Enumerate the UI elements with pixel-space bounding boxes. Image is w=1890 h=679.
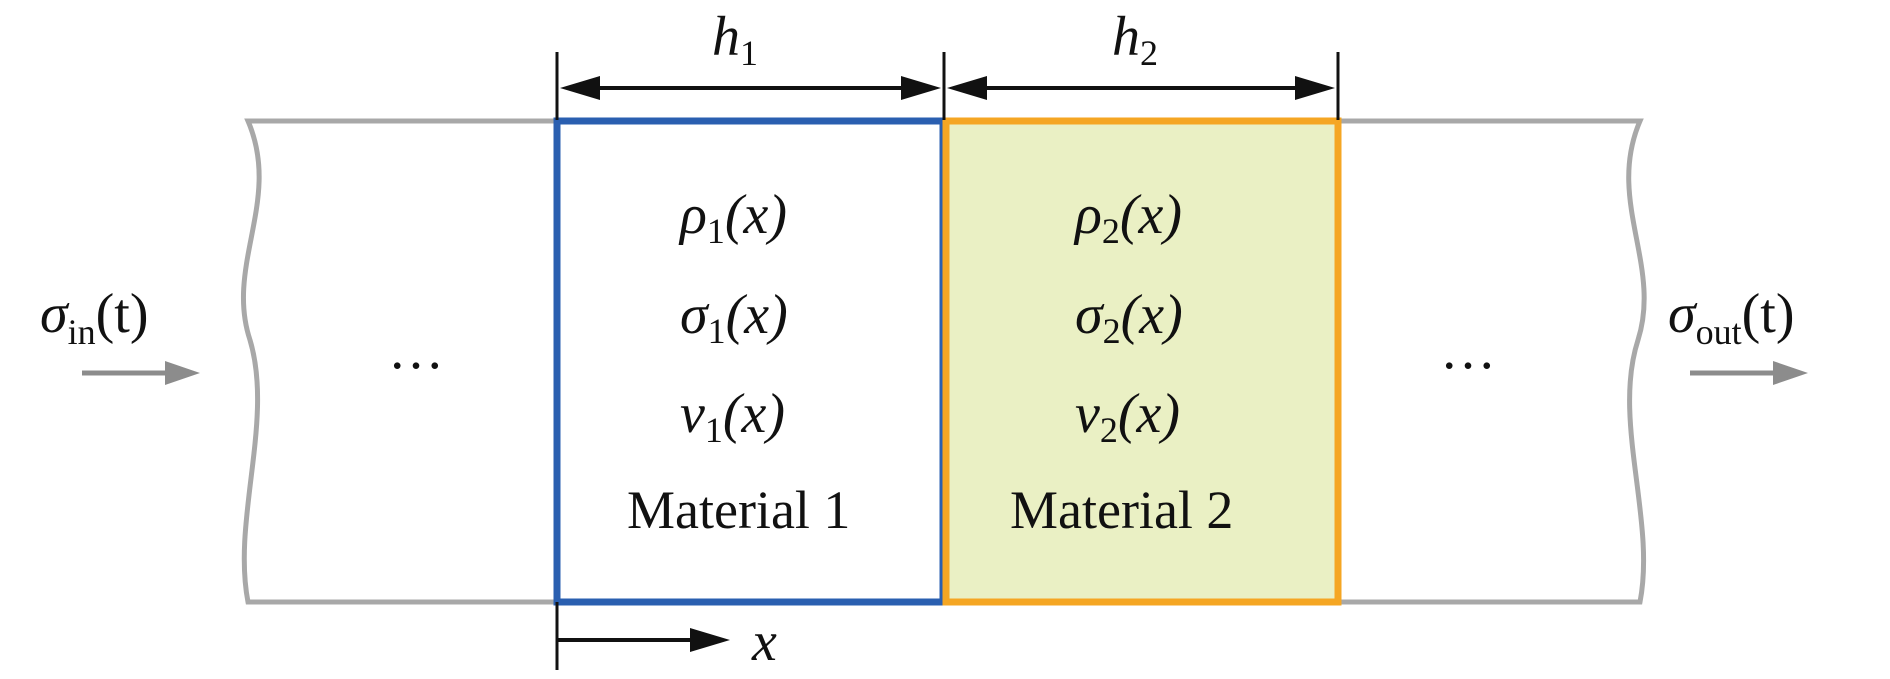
material-2-stress: σ2(x): [1075, 284, 1183, 351]
rod-left-segment: [240, 118, 557, 605]
ellipsis-left: …: [388, 319, 444, 381]
material-1-density: ρ1(x): [678, 184, 787, 251]
rod-outline: [240, 118, 1647, 605]
dimension-extension-lines: [555, 52, 1340, 120]
input-arrow: [82, 361, 200, 385]
material-2-block: [942, 117, 1342, 606]
material-1-block: [553, 117, 947, 606]
h2-label: h2: [1112, 6, 1158, 73]
material-2-velocity: v2(x): [1075, 383, 1180, 450]
ellipsis-right: …: [1440, 319, 1496, 381]
rod-right-segment: [1340, 118, 1647, 605]
h2-dimension-arrow: [947, 76, 1335, 100]
material-2-name: Material 2: [1010, 480, 1233, 540]
h1-dimension-arrow: [560, 76, 941, 100]
material-1-velocity: v1(x): [680, 383, 785, 450]
material-1-name: Material 1: [627, 480, 850, 540]
x-axis-label: x: [751, 611, 777, 673]
h1-label: h1: [712, 6, 758, 73]
output-stress-label: σout(t): [1668, 283, 1795, 352]
x-axis-arrow: [555, 602, 730, 670]
output-arrow: [1690, 361, 1808, 385]
material-1-stress: σ1(x): [680, 284, 788, 351]
input-stress-label: σin(t): [40, 283, 149, 352]
material-2-density: ρ2(x): [1073, 184, 1182, 251]
